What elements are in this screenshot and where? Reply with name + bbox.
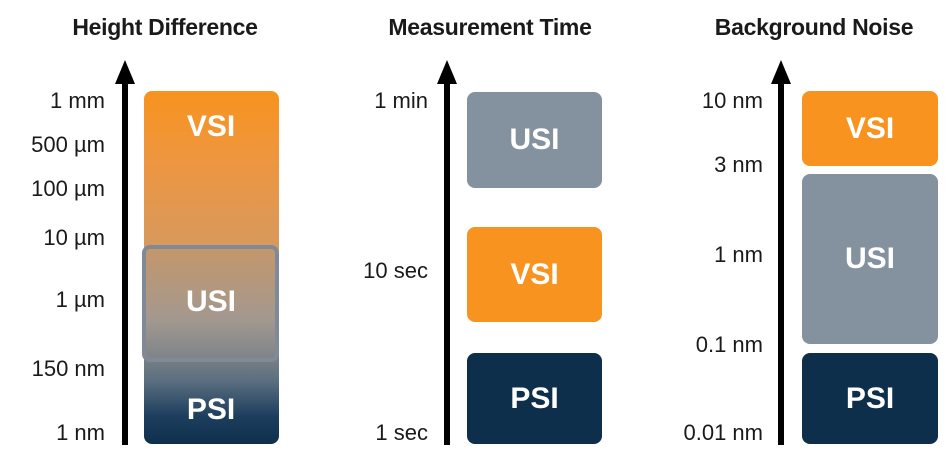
vsi-label: VSI [186,110,236,143]
tick-label: 3 nm [714,152,763,177]
psi-box: PSI [802,353,938,444]
tick-label: 1 min [374,88,428,113]
panel-title: Background Noise [714,14,914,40]
usi-label: USI [185,285,237,318]
panel-title: Measurement Time [388,14,592,40]
axis-arrow-icon [771,60,791,84]
usi-label: USI [844,242,895,275]
vsi-label: VSI [510,257,559,291]
usi-box: USI [467,92,602,188]
tick-label: 10 µm [43,225,105,250]
tick-label: 0.1 nm [695,332,763,357]
tick-label: 10 nm [701,88,763,113]
usi-label: USI [509,123,560,156]
tick-label: 1 mm [50,88,105,113]
usi-overlay-box [142,245,279,362]
vsi-box: VSI [802,91,938,166]
tick-label: 1 nm [714,242,763,267]
tick-label: 1 µm [55,287,105,312]
panel-title: Height Difference [72,14,258,40]
psi-label: PSI [186,393,236,426]
psi-label: PSI [510,381,559,415]
vsi-label: VSI [845,111,895,145]
tick-label: 1 sec [375,420,428,445]
tick-label: 1 nm [56,420,105,445]
psi-label: PSI [845,381,895,415]
tick-label: 100 µm [31,176,105,201]
tick-label: 150 nm [31,356,105,381]
psi-box: PSI [467,353,602,444]
vertical-axis [444,80,450,445]
vertical-axis [122,80,128,445]
vsi-box: VSI [467,227,602,322]
axis-arrow-icon [115,60,135,84]
tick-label: 500 µm [31,132,105,157]
usi-box: USI [802,174,938,344]
height-range-bar [144,91,279,444]
vertical-axis [778,80,784,445]
tick-label: 0.01 nm [683,420,764,445]
axis-arrow-icon [437,60,457,84]
tick-label: 10 sec [363,258,428,283]
